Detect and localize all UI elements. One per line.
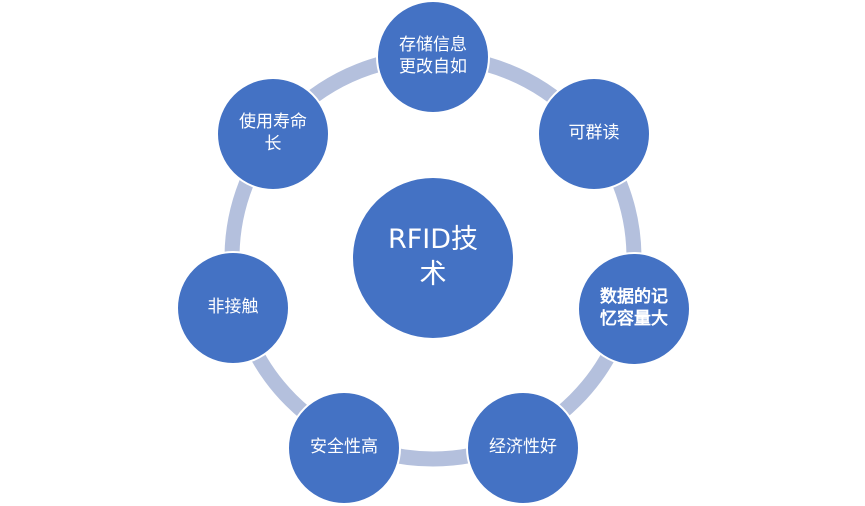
node-security-label: 安全性高 (310, 437, 378, 458)
node-contactless: 非接触 (176, 251, 290, 365)
node-economy-label: 经济性好 (489, 437, 557, 458)
center-node-label: RFID技 术 (387, 224, 479, 290)
node-security: 安全性高 (287, 391, 401, 505)
node-storage-label: 存储信息 更改自如 (399, 35, 467, 77)
node-lifetime-label: 使用寿命 长 (239, 112, 307, 154)
node-capacity: 数据的记 忆容量大 (577, 252, 691, 366)
node-contactless-label: 非接触 (207, 297, 259, 318)
center-node-rfid: RFID技 术 (351, 176, 515, 340)
node-group-read: 可群读 (537, 77, 651, 191)
node-storage: 存储信息 更改自如 (376, 0, 490, 114)
node-economy: 经济性好 (466, 391, 580, 505)
node-lifetime: 使用寿命 长 (216, 77, 330, 191)
node-capacity-label: 数据的记 忆容量大 (600, 287, 668, 329)
node-group-read-label: 可群读 (568, 123, 620, 144)
